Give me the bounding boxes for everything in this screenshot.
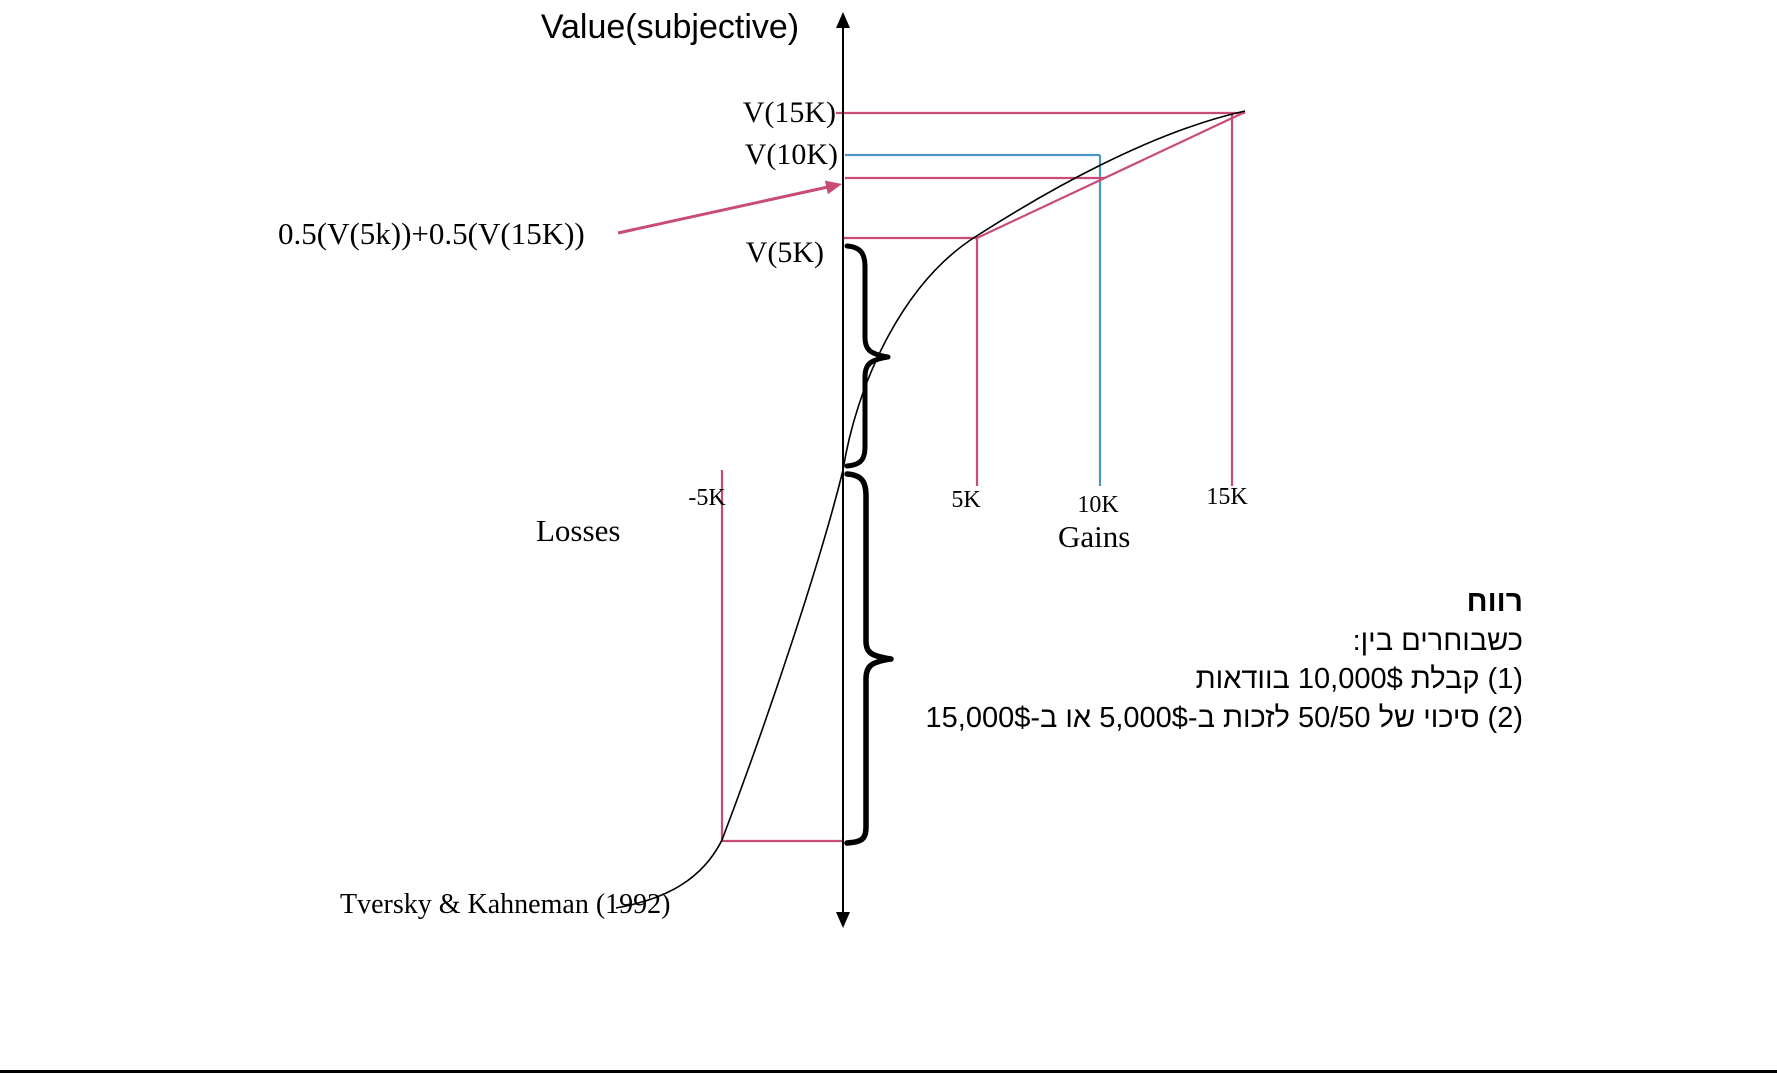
y-axis-arrow-up-icon bbox=[836, 12, 850, 28]
label-v5k: V(5K) bbox=[746, 236, 824, 269]
annotation-arrowhead-icon bbox=[824, 180, 842, 195]
label-v10k: V(10K) bbox=[745, 138, 838, 171]
label-losses: Losses bbox=[536, 513, 620, 548]
tick-10k: 10K bbox=[1077, 492, 1119, 518]
hebrew-note: רווח כשבוחרים בין: (1) קבלת 10,000$ בווד… bbox=[926, 583, 1524, 737]
tick-5k: 5K bbox=[951, 487, 981, 513]
citation: Tversky & Kahneman (1992) bbox=[340, 889, 670, 920]
y-axis-title: Value(subjective) bbox=[541, 8, 799, 46]
label-v15k: V(15K) bbox=[743, 96, 836, 129]
value-curve-losses bbox=[615, 469, 844, 909]
hebrew-line-1: כשבוחרים בין: bbox=[1352, 624, 1523, 657]
y-axis-arrow-down-icon bbox=[836, 912, 850, 928]
brace-losses bbox=[844, 471, 894, 846]
chord-5k-15k bbox=[976, 111, 1246, 239]
tick-15k: 15K bbox=[1206, 484, 1248, 510]
value-curve-gains bbox=[842, 110, 1246, 471]
label-expected-value: 0.5(V(5k))+0.5(V(15K)) bbox=[278, 216, 585, 251]
annotation-arrow bbox=[617, 185, 829, 235]
hebrew-line-2: (1) קבלת 10,000$ בוודאות bbox=[1195, 663, 1523, 695]
hebrew-line-3: (2) סיכוי של 50/50 לזכות ב-5,000$ או ב-1… bbox=[925, 701, 1524, 734]
label-gains: Gains bbox=[1058, 519, 1130, 554]
slide-bottom-border bbox=[0, 1070, 1777, 1073]
brace-gains bbox=[844, 243, 891, 469]
tick-minus5k: -5K bbox=[688, 485, 726, 511]
hebrew-title: רווח bbox=[1466, 585, 1523, 618]
